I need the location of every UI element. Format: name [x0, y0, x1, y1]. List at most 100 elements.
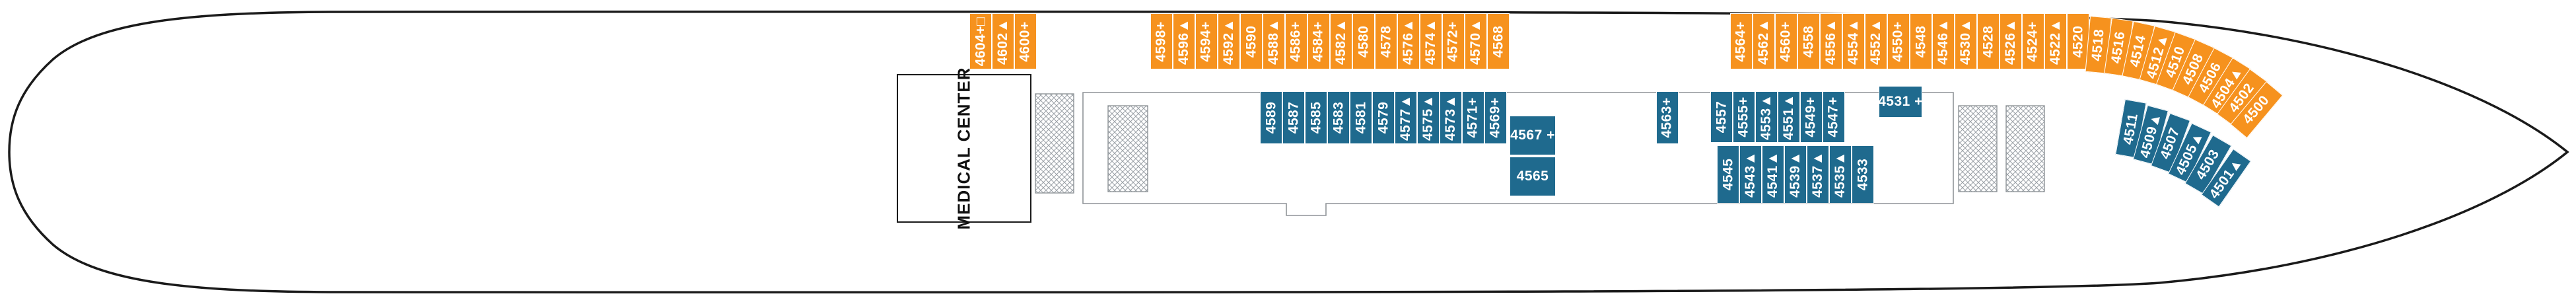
cabin-number: 4576▲ — [1401, 18, 1416, 65]
cabin-4539[interactable]: 4539▲ — [1784, 145, 1807, 204]
cabin-4553[interactable]: 4553▲ — [1755, 91, 1778, 143]
cabin-4543[interactable]: 4543▲ — [1739, 145, 1762, 204]
cabin-4528[interactable]: 4528 — [1977, 13, 2000, 69]
cabin-number: 4575▲ — [1420, 94, 1436, 141]
cabin-4572[interactable]: 4572+ — [1442, 13, 1465, 69]
cabin-number: 4518 — [2089, 28, 2107, 62]
cabin-number: 4583 — [1331, 101, 1346, 134]
stairs-area — [1107, 105, 1148, 192]
cabin-4547[interactable]: 4547+ — [1823, 91, 1845, 143]
cabin-number: 4585 — [1308, 101, 1323, 134]
cabin-4548[interactable]: 4548 — [1910, 13, 1932, 69]
cabin-number: 4563+ — [1659, 97, 1675, 138]
cabin-4584[interactable]: 4584+ — [1307, 13, 1330, 69]
cabin-number: 4555+ — [1736, 96, 1752, 137]
cabin-number: 4592▲ — [1221, 18, 1237, 65]
cabin-4594[interactable]: 4594+ — [1195, 13, 1218, 69]
cabin-4522[interactable]: 4522▲ — [2044, 13, 2067, 69]
cabin-4526[interactable]: 4526▲ — [2000, 13, 2022, 69]
cabin-4552[interactable]: 4552▲ — [1865, 13, 1887, 69]
cabin-4582[interactable]: 4582▲ — [1330, 13, 1352, 69]
cabin-number: 4565 — [1516, 168, 1549, 184]
cabin-4589[interactable]: 4589 — [1260, 91, 1282, 144]
cabin-number: 4546▲ — [1935, 18, 1951, 65]
cabin-number: 4551▲ — [1781, 93, 1797, 141]
cabin-4533[interactable]: 4533 — [1852, 145, 1874, 204]
cabin-number: 4604+□ — [973, 17, 989, 66]
cabin-4583[interactable]: 4583 — [1327, 91, 1350, 144]
cabin-4557[interactable]: 4557 — [1710, 91, 1733, 143]
cabin-4580[interactable]: 4580 — [1352, 13, 1375, 69]
cabin-4554[interactable]: 4554▲ — [1842, 13, 1865, 69]
cabin-4578[interactable]: 4578 — [1375, 13, 1397, 69]
cabin-number: 4562▲ — [1756, 18, 1772, 65]
cabin-number: 4570▲ — [1468, 18, 1484, 65]
cabin-number: 4590 — [1243, 25, 1259, 57]
cabin-4550[interactable]: 4550+ — [1887, 13, 1910, 69]
cabin-number: 4598+ — [1154, 20, 1169, 62]
cabin-number: 4587 — [1286, 101, 1301, 134]
cabin-4565[interactable]: 4565 — [1510, 157, 1556, 196]
cabin-4530[interactable]: 4530▲ — [1955, 13, 1977, 69]
cabin-4560[interactable]: 4560+ — [1775, 13, 1797, 69]
cabin-4556[interactable]: 4556▲ — [1820, 13, 1842, 69]
cabin-4600[interactable]: 4600+ — [1014, 13, 1037, 69]
cabin-number: 4553▲ — [1758, 93, 1774, 141]
cabin-4549[interactable]: 4549+ — [1800, 91, 1823, 143]
cabin-4562[interactable]: 4562▲ — [1753, 13, 1775, 69]
cabin-4551[interactable]: 4551▲ — [1778, 91, 1800, 143]
cabin-number: 4535▲ — [1832, 151, 1848, 198]
cabin-4563[interactable]: 4563+ — [1656, 91, 1679, 144]
cabin-number: 4545 — [1720, 158, 1735, 191]
cabin-4574[interactable]: 4574▲ — [1420, 13, 1442, 69]
cabin-4602[interactable]: 4602▲ — [992, 13, 1014, 69]
cabin-4575[interactable]: 4575▲ — [1417, 91, 1440, 144]
cabin-number: 4556▲ — [1823, 18, 1839, 65]
cabin-number: 4571+ — [1465, 97, 1481, 138]
cabin-4587[interactable]: 4587 — [1282, 91, 1305, 144]
cabin-number: 4524+ — [2025, 20, 2041, 62]
cabin-4598[interactable]: 4598+ — [1150, 13, 1173, 69]
cabin-number: 4548 — [1913, 25, 1928, 57]
cabin-number: 4528 — [1980, 25, 1996, 57]
cabin-number: 4567 + — [1510, 127, 1555, 143]
cabin-number: 4560+ — [1778, 20, 1794, 62]
cabin-number: 4522▲ — [2048, 18, 2064, 65]
cabin-4546[interactable]: 4546▲ — [1932, 13, 1955, 69]
cabin-number: 4574▲ — [1423, 18, 1439, 65]
cabin-number: 4572+ — [1445, 20, 1461, 62]
cabin-4573[interactable]: 4573▲ — [1440, 91, 1462, 144]
cabin-4567[interactable]: 4567 + — [1510, 116, 1556, 155]
cabin-4579[interactable]: 4579 — [1372, 91, 1395, 144]
cabin-4604[interactable]: 4604+□ — [969, 13, 992, 69]
cabin-4545[interactable]: 4545 — [1717, 145, 1739, 204]
cabin-4592[interactable]: 4592▲ — [1218, 13, 1240, 69]
cabin-number: 4589 — [1263, 101, 1278, 134]
cabin-number: 4531 + — [1878, 93, 1923, 109]
cabin-4568[interactable]: 4568 — [1487, 13, 1510, 69]
cabin-number: 4569+ — [1488, 97, 1504, 138]
cabin-4577[interactable]: 4577▲ — [1395, 91, 1417, 144]
cabin-4535[interactable]: 4535▲ — [1829, 145, 1852, 204]
cabin-4531[interactable]: 4531 + — [1878, 86, 1923, 118]
stairs-area — [1035, 93, 1074, 194]
cabin-4590[interactable]: 4590 — [1240, 13, 1263, 69]
cabin-4581[interactable]: 4581 — [1350, 91, 1372, 144]
cabin-4537[interactable]: 4537▲ — [1807, 145, 1829, 204]
medical-center-room: MEDICAL CENTER — [897, 67, 1031, 230]
cabin-4558[interactable]: 4558 — [1797, 13, 1820, 69]
cabin-4570[interactable]: 4570▲ — [1465, 13, 1487, 69]
cabin-4524[interactable]: 4524+ — [2022, 13, 2044, 69]
cabin-4571[interactable]: 4571+ — [1462, 91, 1484, 144]
cabin-4564[interactable]: 4564+ — [1730, 13, 1753, 69]
cabin-number: 4602▲ — [995, 18, 1011, 65]
cabin-4596[interactable]: 4596▲ — [1173, 13, 1195, 69]
cabin-4588[interactable]: 4588▲ — [1263, 13, 1285, 69]
cabin-4576[interactable]: 4576▲ — [1397, 13, 1420, 69]
cabin-4569[interactable]: 4569+ — [1484, 91, 1507, 144]
cabin-4541[interactable]: 4541▲ — [1762, 145, 1784, 204]
cabin-4586[interactable]: 4586+ — [1285, 13, 1307, 69]
cabin-4585[interactable]: 4585 — [1305, 91, 1327, 144]
cabin-4555[interactable]: 4555+ — [1733, 91, 1755, 143]
